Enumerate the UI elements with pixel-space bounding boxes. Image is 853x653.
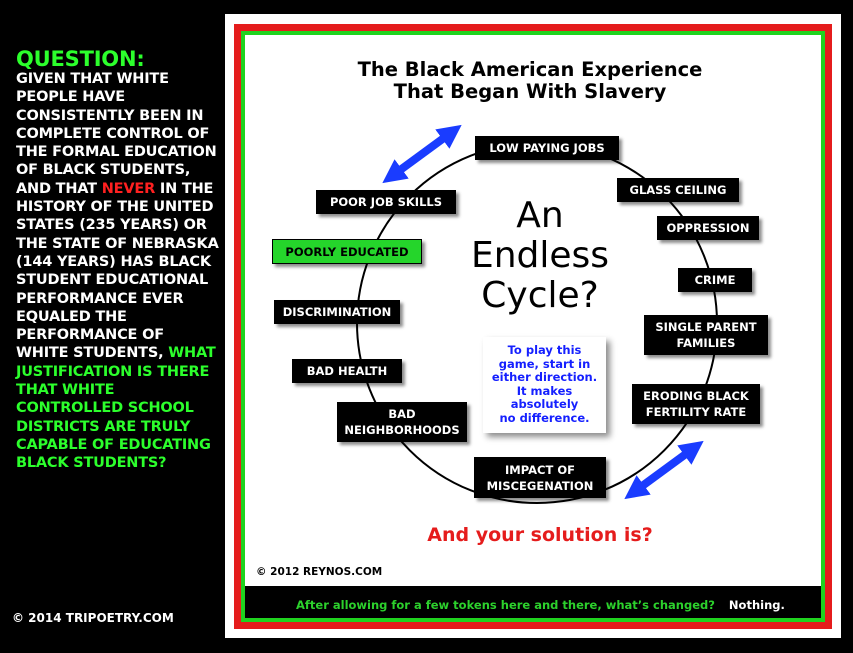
endless-cycle-text: An Endless Cycle? <box>440 196 640 316</box>
center-line-1: An <box>516 195 564 236</box>
node-glass-ceiling: GLASS CEILING <box>617 178 739 202</box>
question-text: QUESTION: GIVEN THAT WHITE PEOPLE HAVE C… <box>16 48 221 473</box>
instructions-note: To play this game, start in either direc… <box>483 337 606 433</box>
green-frame <box>241 31 825 622</box>
node-eroding-black-fertility-rate: ERODING BLACK FERTILITY RATE <box>632 384 760 424</box>
title-line-2: That Began With Slavery <box>393 80 667 103</box>
red-frame <box>234 24 832 629</box>
double-arrow-icon <box>382 124 462 184</box>
node-crime: CRIME <box>678 268 752 292</box>
question-label: QUESTION: <box>16 47 145 71</box>
solution-question: And your solution is? <box>427 524 653 546</box>
center-line-3: Cycle? <box>481 275 599 316</box>
node-poor-job-skills: POOR JOB SKILLS <box>316 190 456 214</box>
node-poorly-educated: POORLY EDUCATED <box>272 239 422 264</box>
question-body-part2: IN THE HISTORY OF THE UNITED STATES (235… <box>16 180 219 362</box>
title-line-1: The Black American Experience <box>357 58 703 81</box>
reynos-copyright: © 2012 REYNOS.COM <box>256 566 383 578</box>
node-bad-health: BAD HEALTH <box>292 359 402 383</box>
footer-text: After allowing for a few tokens here and… <box>296 598 785 612</box>
node-oppression: OPPRESSION <box>657 216 759 240</box>
footer-bar <box>245 586 821 618</box>
double-arrow-icon <box>624 440 704 500</box>
footer-question: After allowing for a few tokens here and… <box>296 598 715 612</box>
question-body-part1: GIVEN THAT WHITE PEOPLE HAVE CONSISTENTL… <box>16 71 217 197</box>
diagram-title: The Black American Experience That Began… <box>300 59 760 103</box>
never-highlight: NEVER <box>101 180 156 197</box>
node-discrimination: DISCRIMINATION <box>274 300 400 324</box>
node-impact-of-miscegenation: IMPACT OF MISCEGENATION <box>474 457 606 498</box>
footer-answer: Nothing. <box>728 598 785 612</box>
node-low-paying-jobs: LOW PAYING JOBS <box>475 136 619 160</box>
node-bad-neighborhoods: BAD NEIGHBORHOODS <box>337 402 467 442</box>
center-line-2: Endless <box>470 235 610 276</box>
question-highlight: WHAT JUSTIFICATION IS THERE THAT WHITE C… <box>16 345 216 472</box>
tripoetry-copyright: © 2014 TRIPOETRY.COM <box>12 611 174 625</box>
node-single-parent-families: SINGLE PARENT FAMILIES <box>644 315 768 355</box>
